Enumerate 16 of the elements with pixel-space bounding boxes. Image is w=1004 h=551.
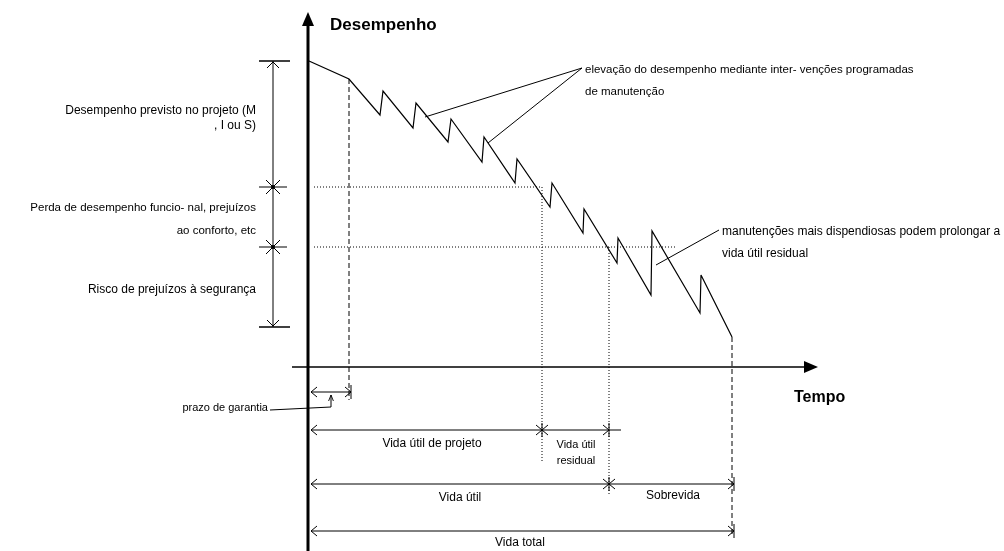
interval-label: Sobrevida [644, 488, 701, 503]
leader-line [655, 229, 720, 266]
range-label: Perda de desempenho funcio- nal, prejuízos ao conforto, etc [29, 200, 256, 238]
axis-title: Desempenho [330, 17, 437, 32]
interval-label: Vida total [494, 535, 546, 550]
interval-label: Vida útil residual [555, 437, 597, 468]
leader-line [487, 67, 583, 144]
interval-label: Vida útil [437, 490, 483, 505]
leader-line [424, 67, 583, 118]
interval-label: Vida útil de projeto [381, 436, 483, 451]
axis-title: Tempo [794, 389, 846, 404]
callout-text: prazo de garantia [128, 400, 268, 415]
range-label: Risco de prejuízos à segurança [86, 282, 256, 297]
callout-text: manutenções mais dispendiosas podem prolongar a vida útil residual [722, 220, 1004, 264]
range-label: Desempenho previsto no projeto (M , I ou S) [64, 103, 256, 133]
callout-text: elevação do desempenho mediante inter- venções programadas de manutenção [585, 58, 915, 102]
